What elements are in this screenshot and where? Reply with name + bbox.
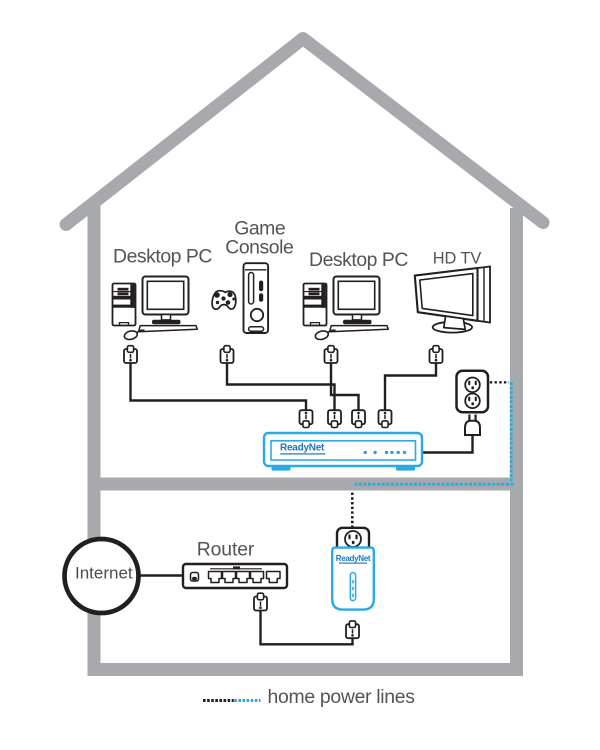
svg-text:home power lines: home power lines xyxy=(268,686,415,708)
svg-text:Router: Router xyxy=(197,539,255,561)
svg-text:Game: Game xyxy=(234,217,285,239)
svg-text:HD TV: HD TV xyxy=(433,250,482,268)
svg-text:ReadyNet: ReadyNet xyxy=(280,443,325,454)
svg-text:Desktop PC: Desktop PC xyxy=(309,249,408,271)
svg-text:Desktop PC: Desktop PC xyxy=(113,245,212,267)
svg-text:Console: Console xyxy=(225,237,293,259)
svg-text:ReadyNet: ReadyNet xyxy=(336,554,371,563)
svg-text:Internet: Internet xyxy=(75,564,133,583)
